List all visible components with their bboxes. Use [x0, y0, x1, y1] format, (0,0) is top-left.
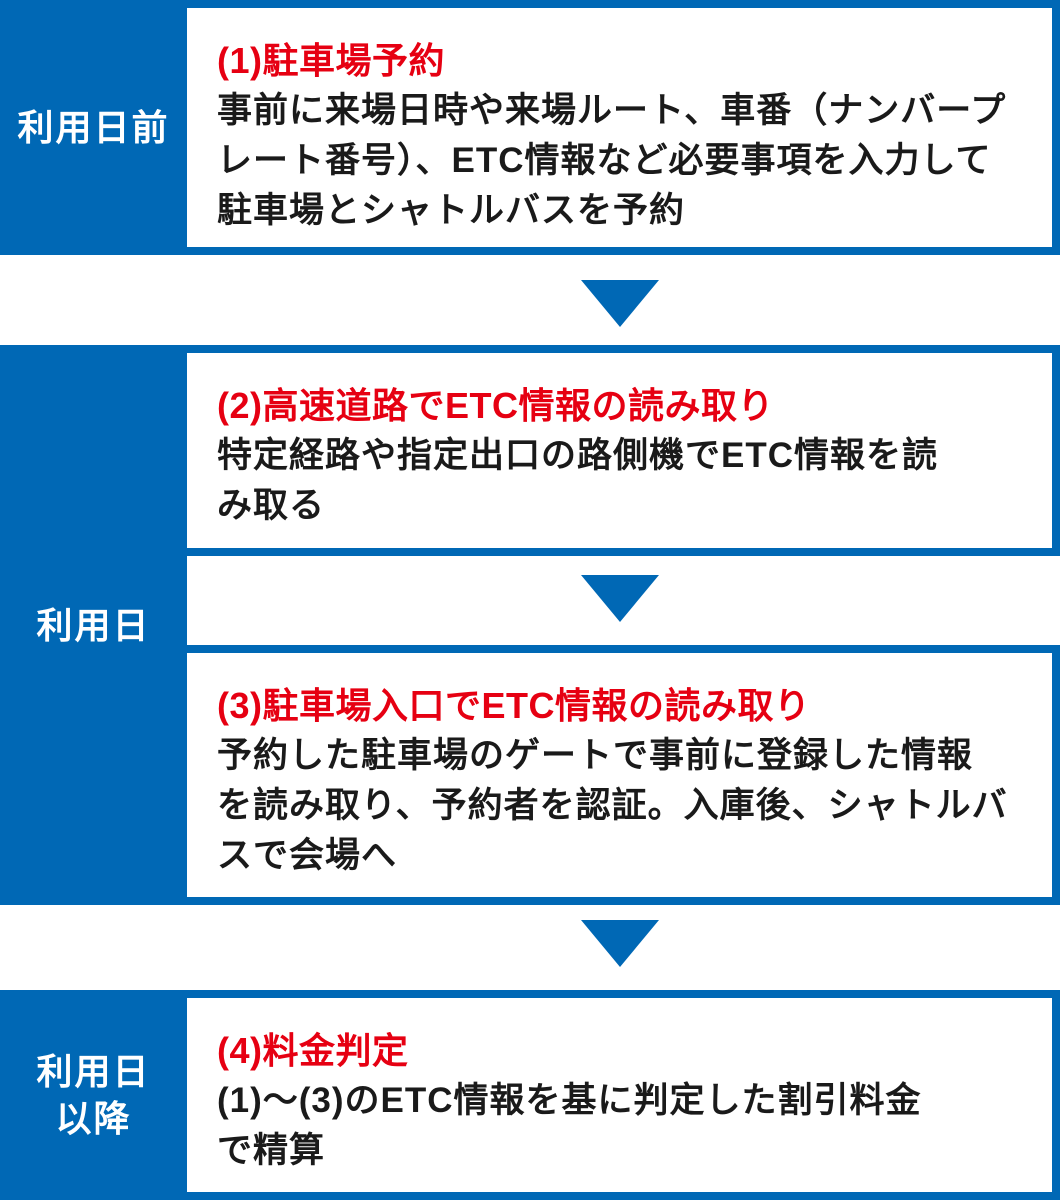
step-4-heading: (4)料金判定: [217, 1030, 409, 1071]
step-2-body-line: 特定経路や指定出口の路側機でETC情報を読: [217, 436, 939, 475]
section-label-before-use-day: 利用日前: [0, 0, 187, 255]
step-4-body-line: (1)～(3)のETC情報を基に判定した割引料金: [217, 1081, 922, 1120]
step-box-4: (4)料金判定 (1)～(3)のETC情報を基に判定した割引料金 で精算: [187, 990, 1060, 1200]
step-2-body-line: み取る: [217, 486, 326, 525]
section-label-text: 利用日前: [17, 107, 170, 148]
step-1-heading: (1)駐車場予約: [217, 40, 445, 81]
step-1-body-line: レート番号）、ETC情報など必要事項を入力して: [217, 141, 992, 180]
step-3-body-line: 予約した駐車場のゲートで事前に登録した情報: [217, 736, 974, 775]
down-arrow-icon: [581, 920, 659, 967]
step-3-body-line: スで会場へ: [217, 836, 398, 875]
down-arrow-icon: [581, 575, 659, 622]
step-box-2: (2)高速道路でETC情報の読み取り 特定経路や指定出口の路側機でETC情報を読…: [187, 345, 1060, 556]
down-arrow-icon: [581, 280, 659, 327]
step-4-body-line: で精算: [217, 1131, 326, 1170]
section-label-text: 利用日: [36, 604, 151, 646]
step-2-heading: (2)高速道路でETC情報の読み取り: [217, 385, 774, 426]
step-1-body-line: 駐車場とシャトルバスを予約: [217, 191, 686, 230]
section-label-use-day: 利用日: [0, 345, 187, 905]
step-3-heading: (3)駐車場入口でETC情報の読み取り: [217, 685, 811, 726]
section-label-text: 利用日: [36, 1051, 151, 1092]
step-box-3: (3)駐車場入口でETC情報の読み取り 予約した駐車場のゲートで事前に登録した情…: [187, 645, 1060, 905]
section-label-text: 以降: [55, 1098, 132, 1139]
step-1-body-line: 事前に来場日時や来場ルート、車番（ナンバープ: [217, 91, 1007, 130]
section-label-after-use-day: 利用日 以降: [0, 990, 187, 1200]
step-box-1: (1)駐車場予約 事前に来場日時や来場ルート、車番（ナンバープ レート番号）、E…: [187, 0, 1060, 255]
step-3-body-line: を読み取り、予約者を認証。入庫後、シャトルバ: [217, 786, 1008, 825]
